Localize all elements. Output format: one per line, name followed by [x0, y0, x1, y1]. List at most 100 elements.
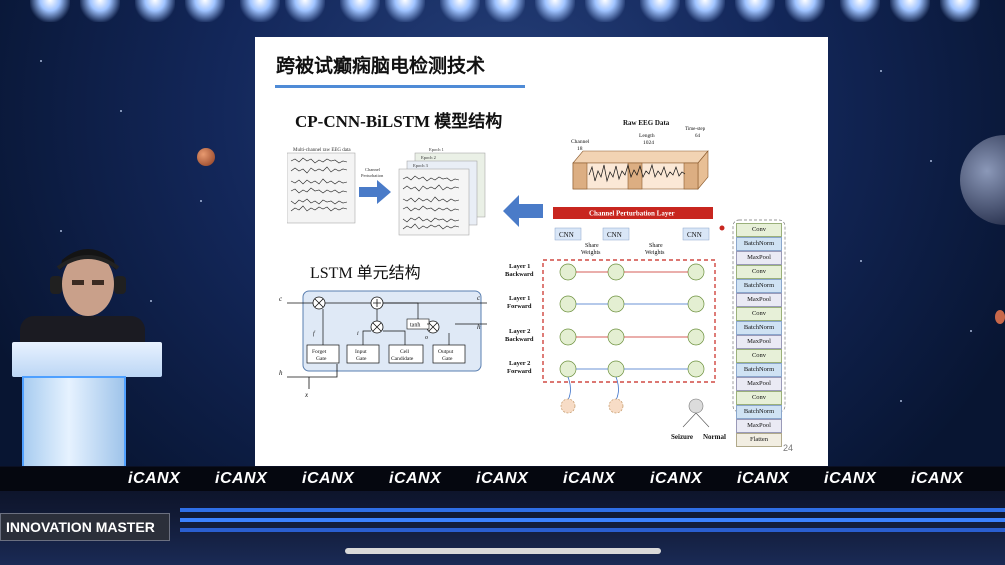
row-label-7: Layer 2	[509, 360, 530, 367]
row-label-5: Layer 2	[509, 328, 530, 335]
spotlight	[440, 0, 480, 22]
icanx-logo: iCANX	[650, 470, 703, 487]
spotlight	[80, 0, 120, 22]
logo-band	[0, 467, 1005, 491]
cnn-label-1: CNN	[559, 231, 574, 239]
i-label: i	[357, 331, 359, 337]
podium-top	[12, 342, 162, 377]
arrow-right-icon	[359, 180, 391, 204]
arrow-left-icon	[503, 195, 543, 227]
cnn-layer: MaxPool	[736, 377, 782, 391]
icanx-logo: iCANX	[128, 470, 181, 487]
row-label-4: Forward	[507, 303, 532, 310]
output-seizure: Seizure	[671, 433, 693, 441]
cnn-label-3: CNN	[687, 231, 702, 239]
planet-left	[197, 148, 215, 166]
spotlight	[890, 0, 930, 22]
spotlight	[30, 0, 70, 22]
cnn-layer: MaxPool	[736, 335, 782, 349]
row-label-2: Backward	[505, 271, 534, 278]
cnn-layer-stack: Conv BatchNorm MaxPool Conv BatchNorm Ma…	[736, 223, 782, 447]
stage-stripe	[180, 508, 1005, 512]
spotlight	[240, 0, 280, 22]
cnn-layer: Flatten	[736, 433, 782, 447]
perturb-layer-label: Channel Perturbation Layer	[589, 210, 675, 218]
cnn-layer: BatchNorm	[736, 279, 782, 293]
home-indicator[interactable]	[345, 548, 661, 554]
spotlight	[285, 0, 325, 22]
cnn-layer: MaxPool	[736, 251, 782, 265]
spotlight	[785, 0, 825, 22]
lstm-cell-figure: c c h h x tanh Forget Gate Input Gate Ce…	[279, 290, 487, 399]
c-in-label: c	[279, 295, 283, 303]
timestep-label: Time-step	[685, 127, 706, 132]
icanx-logo: iCANX	[215, 470, 268, 487]
channel-value: 18	[577, 146, 583, 152]
weights-label-2: Weights	[645, 250, 665, 256]
stage-stripe	[180, 518, 1005, 522]
forget-gate-line2: Gate	[316, 356, 327, 362]
spotlight	[135, 0, 175, 22]
cnn-layer: Conv	[736, 391, 782, 405]
spotlight	[735, 0, 775, 22]
icanx-logo: iCANX	[737, 470, 790, 487]
c-out-label: c	[477, 294, 481, 302]
lstm-heading: LSTM 单元结构	[310, 265, 421, 282]
spotlight	[685, 0, 725, 22]
row-label-8: Forward	[507, 368, 532, 375]
arrow-label-2: Perturbation	[361, 173, 384, 178]
title-underline	[275, 85, 525, 88]
input-gate-line2: Gate	[356, 356, 367, 362]
cnn-layer: MaxPool	[736, 419, 782, 433]
icanx-logo: iCANX	[563, 470, 616, 487]
h-out-label: h	[477, 323, 481, 331]
epoch-3-label: Epoch 3	[413, 163, 429, 168]
length-label: Length	[639, 133, 655, 139]
stage-stripe	[180, 528, 1005, 532]
cell-candidate-line2: Candidate	[391, 356, 414, 362]
channel-perturbation-layer	[553, 207, 713, 219]
cnn-heading: CP-CNN-BiLSTM 模型结构	[295, 112, 503, 131]
spotlight	[840, 0, 880, 22]
o-label: o	[425, 335, 428, 341]
cnn-layer: BatchNorm	[736, 321, 782, 335]
input-gate-line1: Input	[355, 349, 367, 355]
x-in-label: x	[304, 391, 309, 399]
spotlight	[585, 0, 625, 22]
tanh-label: tanh	[410, 323, 420, 329]
spotlight	[340, 0, 380, 22]
cell-candidate-line1: Cell	[400, 349, 410, 355]
spotlight	[385, 0, 425, 22]
innovation-master-banner	[0, 513, 170, 541]
cnn-layer: Conv	[736, 265, 782, 279]
spotlight	[485, 0, 525, 22]
cp-cnn-bilstm-figure: Raw EEG Data Channel 18 Length 1024 Time…	[505, 119, 786, 441]
icanx-logo: iCANX	[302, 470, 355, 487]
channel-label: Channel	[571, 139, 590, 145]
arrow-label-1: Channel	[365, 167, 381, 172]
weights-label-1: Weights	[581, 250, 601, 256]
raw-eeg-label: Raw EEG Data	[623, 119, 670, 127]
share-label-1: Share	[585, 243, 599, 249]
cnn-layer: Conv	[736, 349, 782, 363]
spotlight	[940, 0, 980, 22]
output-normal: Normal	[703, 433, 726, 441]
presentation-slide: 跨被试癫痫脑电检测技术 CP-CNN-BiLSTM 模型结构 LSTM 单元结构…	[255, 37, 828, 467]
epoch-2-label: Epoch 2	[421, 155, 436, 160]
row-label-1: Layer 1	[509, 263, 530, 270]
channel-perturbation-figure: Multi-channel raw EEG data Channel Pertu…	[287, 147, 486, 236]
input-label: Multi-channel raw EEG data	[293, 148, 351, 153]
icanx-logo: iCANX	[911, 470, 964, 487]
epoch-1-label: Epoch 1	[429, 147, 444, 152]
cnn-layer: Conv	[736, 307, 782, 321]
output-gate-line1: Output	[438, 349, 454, 355]
cnn-layer: BatchNorm	[736, 237, 782, 251]
banner-text: INNOVATION MASTER	[6, 519, 155, 535]
h-in-label: h	[279, 369, 283, 377]
spotlight	[185, 0, 225, 22]
cnn-label-2: CNN	[607, 231, 622, 239]
icanx-logo: iCANX	[389, 470, 442, 487]
cnn-layer: BatchNorm	[736, 405, 782, 419]
length-value: 1024	[643, 140, 654, 146]
slide-title: 跨被试癫痫脑电检测技术	[276, 55, 486, 77]
